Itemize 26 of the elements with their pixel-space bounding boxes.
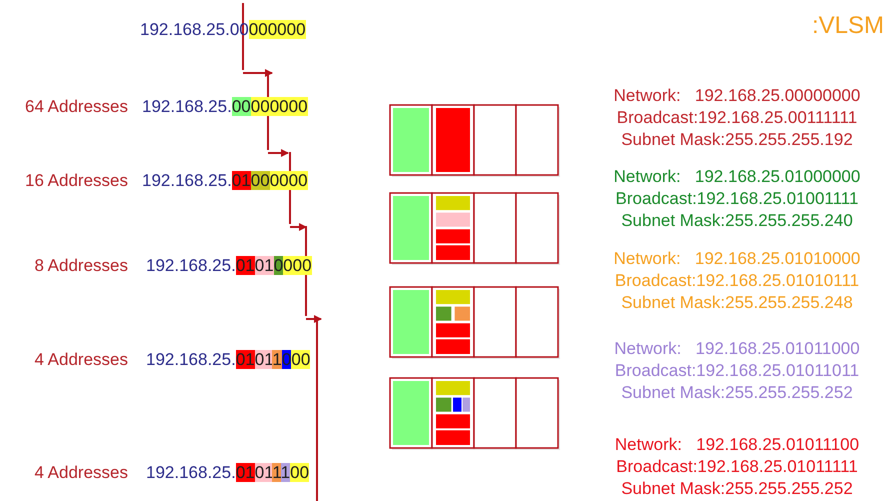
subnet-mask-text: Subnet Mask:255.255.255.252 [620, 383, 854, 403]
ip-address-text: 192.168.25.01000000 [142, 171, 308, 191]
ip-address-text: 192.168.25.01011100 [146, 463, 310, 483]
ip-address-text: 192.168.25.01010000 [146, 256, 312, 276]
broadcast-address-text: Broadcast:192.168.25.00111111 [616, 108, 858, 128]
subnet-mask-text: Subnet Mask:255.255.255.192 [620, 130, 854, 150]
address-count: 4 Addresses [34, 463, 128, 483]
network-address-text: Network: 192.168.25.01011100 [614, 435, 860, 455]
title: :VLSM [812, 12, 884, 40]
network-address-text: Network: 192.168.25.01000000 [612, 167, 862, 187]
broadcast-address-text: Broadcast:192.168.25.01011111 [615, 457, 859, 477]
address-count: 8 Addresses [34, 256, 128, 276]
network-address-text: Network: 192.168.25.01010000 [612, 249, 862, 269]
subnet-mask-text: Subnet Mask:255.255.255.248 [620, 293, 854, 313]
broadcast-address-text: Broadcast:192.168.25.01010111 [614, 271, 860, 291]
network-address-text: Network: 192.168.25.01011000 [613, 339, 861, 359]
address-count: 16 Addresses [24, 171, 128, 191]
subnet-mask-text: Subnet Mask:255.255.255.240 [620, 211, 854, 231]
ip-address-text: 192.168.25.01011000 [146, 350, 310, 370]
broadcast-address-text: Broadcast:192.168.25.01001111 [614, 189, 860, 209]
network-address-text: Network: 192.168.25.00000000 [612, 86, 862, 106]
subnet-mask-text: Subnet Mask:255.255.255.252 [620, 479, 854, 499]
ip-address-text: 192.168.25.00000000 [142, 97, 308, 117]
address-count: 4 Addresses [34, 350, 128, 370]
address-count: 64 Addresses [24, 97, 128, 117]
broadcast-address-text: Broadcast:192.168.25.01011011 [614, 361, 860, 381]
